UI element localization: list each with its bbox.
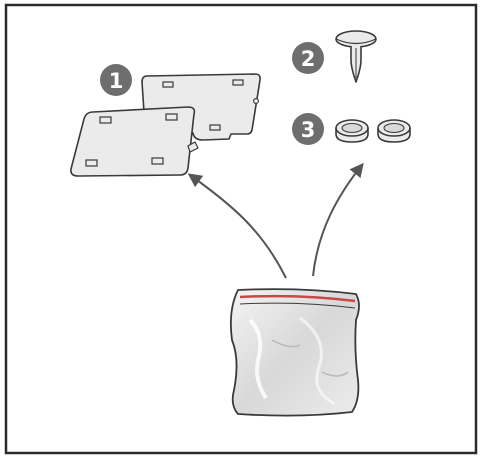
cap-left (335, 119, 369, 143)
cap-icon (335, 119, 411, 143)
bag-zip (239, 294, 356, 303)
arrow-to-plates (187, 173, 287, 279)
plate-front (70, 106, 199, 177)
plate-icon (70, 73, 261, 177)
arrow-to-small-parts (312, 162, 364, 277)
item-2-badge: 2 (292, 42, 324, 74)
item-3-number: 3 (301, 118, 316, 142)
item-1-badge: 1 (100, 64, 132, 96)
pin-icon (335, 30, 377, 83)
cap-right (377, 119, 411, 143)
bag-icon (229, 288, 360, 417)
item-2-number: 2 (301, 47, 316, 71)
item-1-number: 1 (109, 69, 124, 93)
item-3-group: 3 (292, 113, 411, 145)
item-3-badge: 3 (292, 113, 324, 145)
item-2-group: 2 (292, 30, 377, 83)
item-1-group: 1 (70, 64, 261, 177)
